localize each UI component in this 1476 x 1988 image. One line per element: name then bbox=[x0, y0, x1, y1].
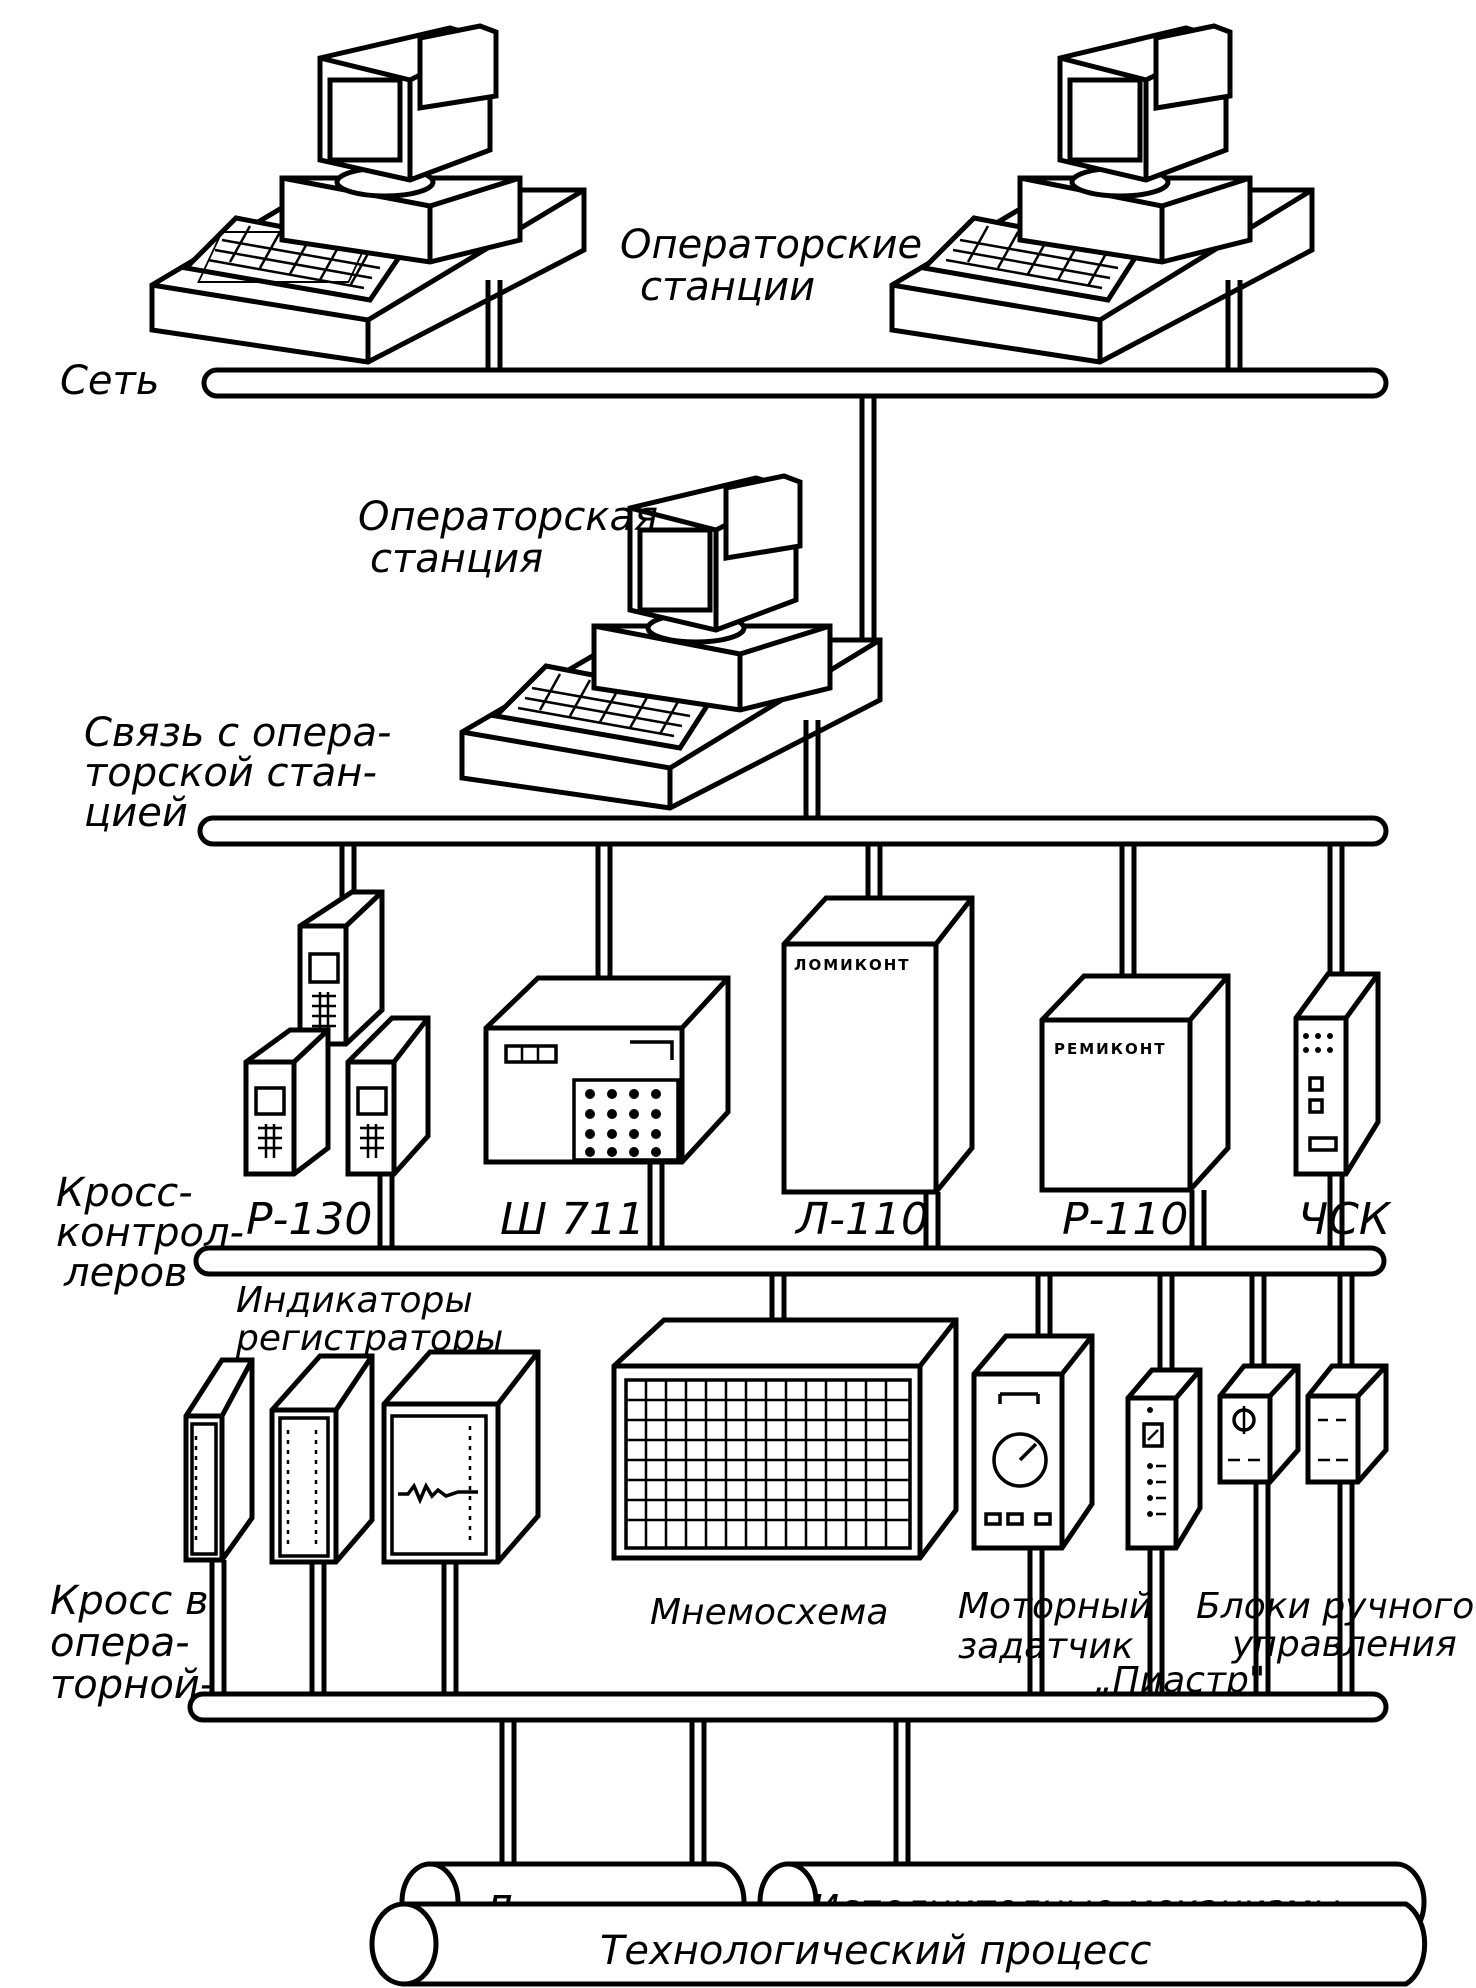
manual-control-block-2 bbox=[1305, 1363, 1389, 1485]
operator-station-left bbox=[149, 23, 587, 365]
manual-control-block-1 bbox=[1217, 1363, 1301, 1485]
network-label: Сеть bbox=[60, 358, 159, 404]
lomikont-name: ЛОМИКОНТ bbox=[794, 956, 911, 974]
operator-cross-bus bbox=[187, 1691, 1389, 1723]
cross-operator-label-3: торной- bbox=[50, 1662, 214, 1708]
manual-blocks-label-1: Блоки ручного bbox=[1196, 1586, 1474, 1627]
controller-sh711-label: Ш 711 bbox=[500, 1194, 645, 1245]
cross-controllers-label-3: леров bbox=[63, 1250, 188, 1296]
controller-r110 bbox=[1039, 973, 1231, 1193]
controller-r130-label: Р-130 bbox=[246, 1194, 372, 1245]
controller-sh711 bbox=[483, 975, 731, 1165]
operator-station-label-2: станция bbox=[370, 536, 543, 582]
cross-controllers-label-1: Кросс- bbox=[56, 1170, 193, 1216]
operator-link-bus bbox=[197, 815, 1389, 847]
controller-l110 bbox=[781, 895, 975, 1195]
remikont-name: РЕМИКОНТ bbox=[1054, 1040, 1167, 1058]
cross-operator-label-1: Кросс в bbox=[50, 1578, 209, 1624]
recorder bbox=[381, 1349, 541, 1565]
controller-l110-label: Л-110 bbox=[794, 1194, 929, 1245]
process-label: Технологический процесс bbox=[600, 1928, 1151, 1974]
cross-controllers-bus bbox=[193, 1245, 1387, 1277]
link-label-1: Связь с опера- bbox=[84, 710, 391, 756]
link-label-2: торской стан- bbox=[84, 750, 377, 796]
link-label-3: цией bbox=[84, 790, 188, 836]
operator-station-center bbox=[459, 473, 883, 811]
controller-chsk-label: ЧСК bbox=[1298, 1194, 1392, 1245]
indicator-2 bbox=[269, 1353, 375, 1565]
process-cylinder bbox=[369, 1901, 1428, 1987]
motor-setter-label-2: задатчик bbox=[958, 1626, 1134, 1667]
mnemonic-board bbox=[611, 1317, 959, 1561]
mnemonic-label: Мнемосхема bbox=[650, 1592, 888, 1633]
motor-setter-label-1: Моторный bbox=[958, 1586, 1152, 1627]
operator-stations-label-1: Операторские bbox=[620, 222, 922, 268]
operator-station-right bbox=[889, 23, 1315, 365]
manual-blocks-label-2: управления bbox=[1231, 1624, 1457, 1665]
controller-chsk bbox=[1293, 971, 1381, 1177]
indicators-label-1: Индикаторы bbox=[236, 1280, 473, 1321]
network-bus bbox=[201, 367, 1389, 399]
operator-station-label-1: Операторская bbox=[358, 494, 658, 540]
operator-stations-label-2: станции bbox=[640, 264, 815, 310]
indicator-1 bbox=[183, 1357, 255, 1563]
controller-r130 bbox=[243, 889, 431, 1177]
piastr-device bbox=[1125, 1367, 1203, 1551]
motor-setter bbox=[971, 1333, 1095, 1551]
cross-controllers-label-2: контрол- bbox=[56, 1210, 244, 1256]
controller-r110-label: Р-110 bbox=[1062, 1194, 1188, 1245]
cross-operator-label-2: опера- bbox=[50, 1620, 190, 1666]
